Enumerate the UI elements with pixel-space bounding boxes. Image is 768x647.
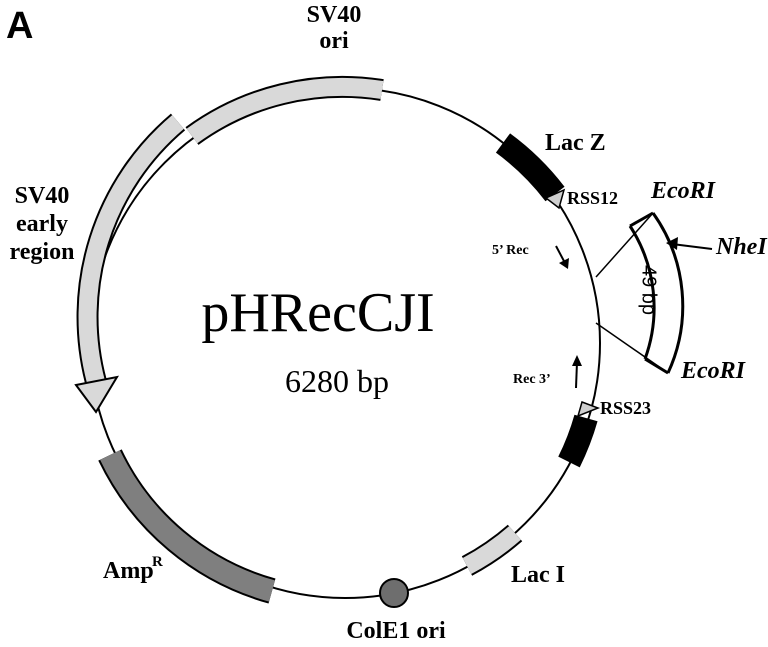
insert-top-edge <box>629 211 654 228</box>
rec5-arrowhead <box>559 258 569 269</box>
sv40-early-label-line1: SV40 <box>15 183 70 209</box>
rec5-arrow-line <box>555 245 566 264</box>
insert-outer-arc <box>651 212 685 374</box>
sv40-ori-label-line1: SV40 <box>307 2 362 28</box>
lac-i-label: Lac I <box>511 562 565 588</box>
cole1-ori-label: ColE1 ori <box>346 618 446 644</box>
rss23-label: RSS23 <box>600 398 651 418</box>
nhei-arrowhead <box>666 237 678 250</box>
ecori-bottom-label: EcoRI <box>680 358 747 384</box>
ecori-top-label: EcoRI <box>650 178 717 204</box>
amp-label-superscript: R <box>152 554 163 570</box>
sv40-early-label-line2: early <box>16 211 68 237</box>
nhei-arrow-line <box>671 243 713 250</box>
sv40-early-arrow-body <box>78 115 184 385</box>
lac-i-gene <box>462 526 521 574</box>
rss23-triangle <box>576 401 601 418</box>
cole1-ori-marker <box>379 578 409 608</box>
lac-z-gene <box>495 133 565 202</box>
sv40-early-arrowhead <box>74 375 120 414</box>
rss12-triangle <box>544 188 566 210</box>
amp-gene <box>100 450 276 602</box>
insert-inner-arc <box>628 225 656 360</box>
rss12-label: RSS12 <box>567 188 618 208</box>
lac-z-lower-block <box>558 414 598 468</box>
insert-connector-top <box>595 212 654 278</box>
sv40-ori-label-line2: ori <box>319 28 349 54</box>
nhei-label: NheI <box>715 234 768 260</box>
insert-bottom-edge <box>644 357 669 375</box>
rec3-label: Rec 3’ <box>513 372 551 387</box>
rec5-label: 5’ Rec <box>492 243 529 258</box>
lac-z-label: Lac Z <box>545 130 606 156</box>
insert-size-label: 49 bp <box>638 265 660 315</box>
plasmid-size: 6280 bp <box>285 363 389 399</box>
plasmid-name: pHRecCJI <box>201 282 434 344</box>
sv40-ori-region <box>186 77 384 144</box>
sv40-early-label-line3: region <box>10 239 75 265</box>
rec3-arrow-line <box>575 361 578 389</box>
panel-label: A <box>6 5 33 47</box>
amp-label: Amp <box>103 558 154 584</box>
rec3-arrowhead <box>572 355 582 366</box>
